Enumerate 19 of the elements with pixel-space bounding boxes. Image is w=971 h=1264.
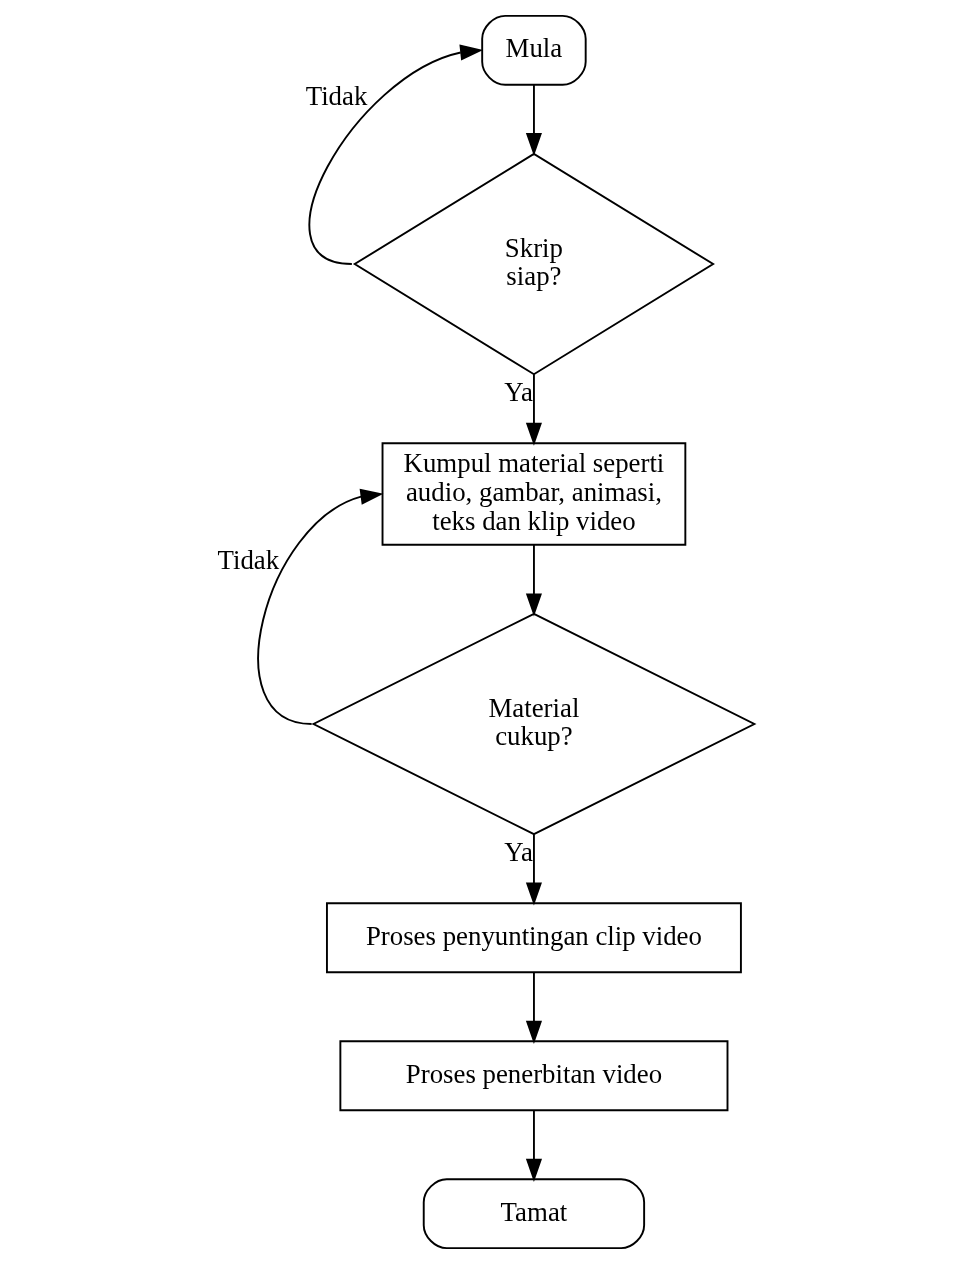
- arrow: [525, 971, 542, 1044]
- node-box: Proses penyuntingan clip video: [325, 902, 742, 974]
- edge-label: Tidak: [217, 544, 279, 575]
- arrow: [308, 44, 483, 265]
- node-box: Kumpul material seperti audio, gambar, animasi, teks dan klip video: [381, 442, 686, 546]
- arrow: [525, 373, 542, 446]
- node-box: Proses penerbitan video: [338, 1040, 728, 1112]
- edge-label: Ya: [503, 837, 533, 868]
- node-diamond: Material cukup?: [310, 612, 756, 836]
- arrow: [525, 544, 542, 617]
- edge-label: Tidak: [305, 80, 367, 111]
- arrow: [257, 488, 383, 725]
- node-box: Tamat: [422, 1178, 645, 1250]
- node-box: Mula: [480, 14, 587, 86]
- arrow: [525, 1109, 542, 1182]
- node-diamond: Skrip siap?: [352, 152, 715, 376]
- edge-label: Ya: [503, 377, 533, 408]
- arrow: [525, 833, 542, 906]
- arrow: [525, 84, 542, 157]
